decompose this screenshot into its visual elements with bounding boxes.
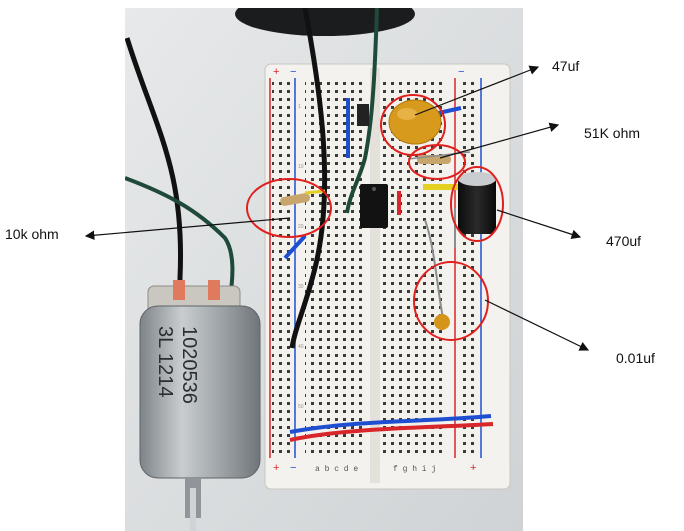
svg-text:20: 20 [298, 224, 304, 230]
highlight-circle-51k [408, 144, 466, 180]
motor-lead-black [125, 37, 184, 298]
svg-text:10: 10 [298, 164, 304, 170]
yellow-jumper [423, 184, 459, 190]
label-0-01uf: 0.01uf [616, 350, 655, 366]
capacitor-0-01uf [434, 314, 450, 330]
svg-text:1: 1 [298, 104, 301, 110]
label-10k-ohm: 10k ohm [5, 226, 59, 242]
ic-chip [360, 184, 388, 228]
dark-object-top [235, 8, 415, 36]
jumper-black-long [289, 8, 328, 349]
component-leads [424, 208, 456, 319]
highlight-circle-470uf [450, 166, 504, 242]
column-letters-right: f g h i j [393, 465, 436, 474]
rail-plus-bottom-right: + [470, 462, 476, 474]
dc-motor [139, 280, 261, 531]
svg-text:50: 50 [298, 404, 304, 410]
capacitor-47uf [388, 99, 442, 145]
motor-serial-line-1: 1020536 [178, 326, 200, 404]
breadboard-circuit-photo: 1 10 20 30 40 50 + − + − − + a b c d e f g h… [125, 8, 523, 531]
green-wire-top [345, 8, 379, 214]
rail-plus-bottom-left: + [273, 462, 279, 474]
red-wire-bottom [289, 422, 494, 442]
svg-text:40: 40 [298, 344, 304, 350]
blue-jumper-vertical [346, 98, 350, 158]
blue-wire-bottom [289, 414, 492, 434]
resistor-10k [280, 193, 311, 206]
label-470uf: 470uf [606, 233, 642, 249]
rail-plus-top-left: + [273, 66, 279, 78]
rail-minus-top-right: − [458, 66, 464, 78]
rail-minus-bottom-left: − [290, 462, 296, 474]
rail-minus-top-left: − [290, 66, 296, 78]
red-jumper-short [397, 191, 401, 215]
capacitor-470uf [458, 176, 496, 234]
push-button [357, 104, 369, 126]
label-47uf: 47uf [552, 58, 580, 74]
blue-jumper-short [283, 234, 307, 260]
label-51k-ohm: 51K ohm [584, 125, 641, 141]
svg-text:30: 30 [298, 284, 304, 290]
highlight-circle-10k [246, 178, 332, 238]
column-letters-left: a b c d e [315, 465, 358, 474]
motor-serial-line-2: 3L 1214 [154, 326, 176, 398]
